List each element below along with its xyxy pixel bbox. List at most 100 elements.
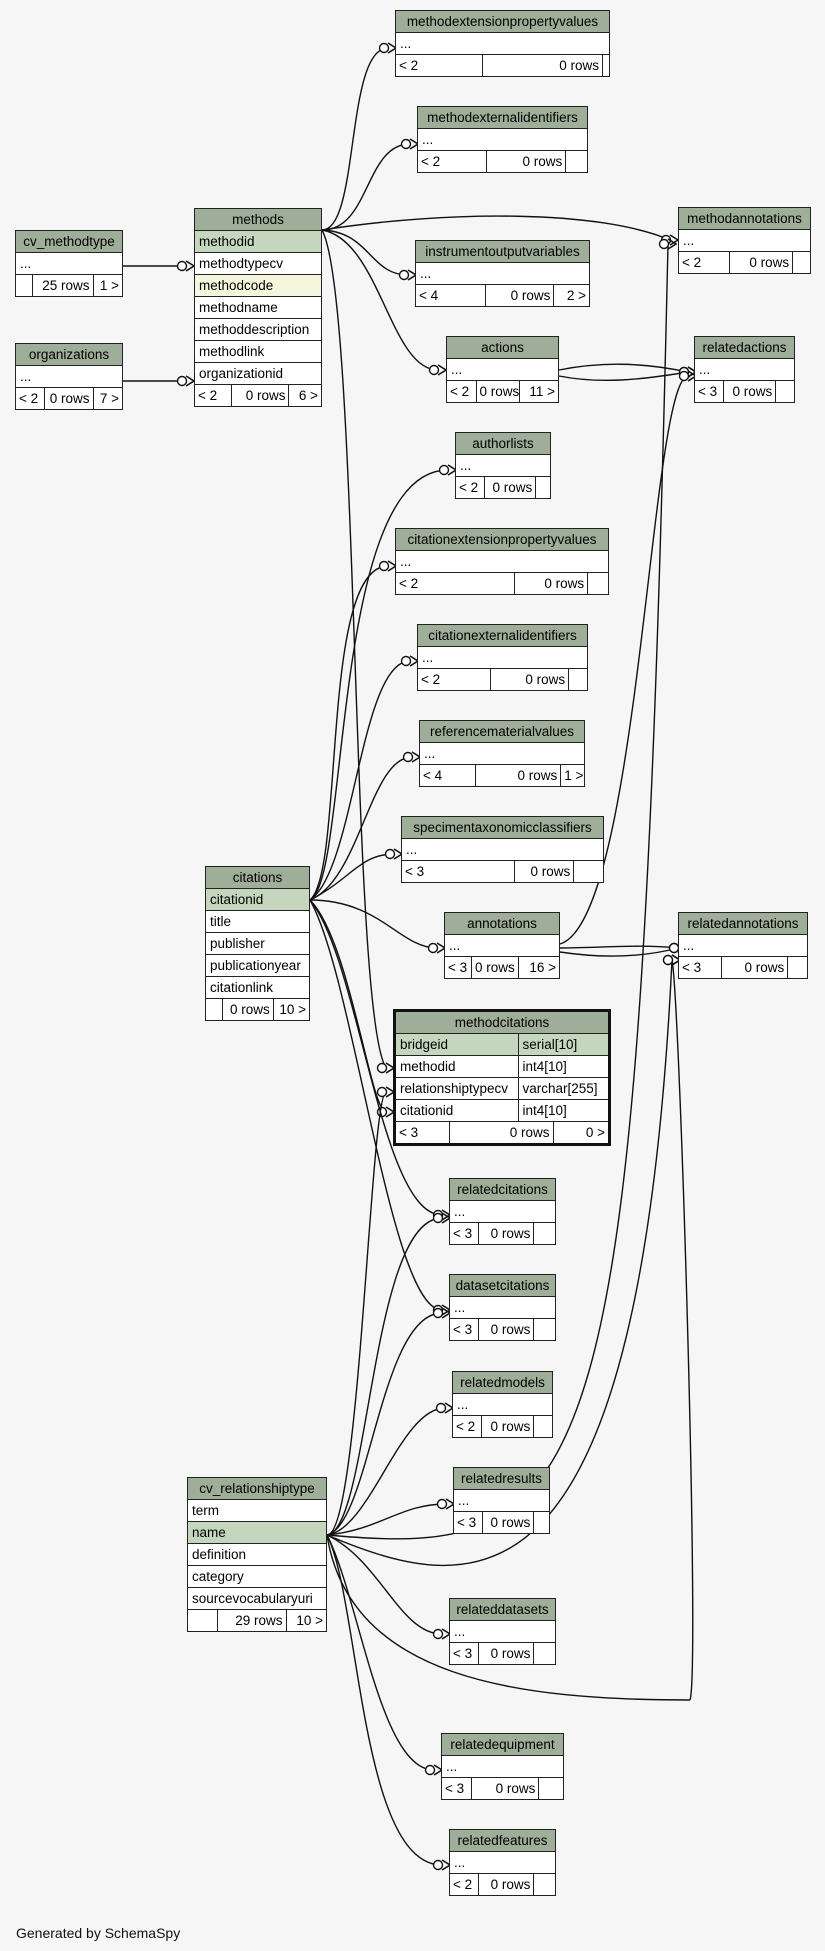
column-row: publicationyear — [206, 955, 309, 977]
children-count: 7 > — [99, 391, 119, 406]
optional-marker — [432, 1307, 444, 1319]
relationship-line — [558, 371, 689, 382]
table-title[interactable]: relatedcitations — [450, 1179, 555, 1201]
row-count: 0 rows — [485, 477, 537, 498]
children-count — [539, 1778, 563, 1799]
table-title[interactable]: datasetcitations — [450, 1275, 555, 1297]
table-title[interactable]: relatedfeatures — [450, 1830, 555, 1852]
row-count: 0 rows — [483, 1512, 535, 1533]
relationship-line — [321, 143, 411, 231]
optional-marker — [400, 138, 412, 150]
parents-count: < 3 — [442, 1778, 472, 1799]
table-title[interactable]: instrumentoutputvariables — [416, 241, 589, 263]
table-title[interactable]: citationextensionpropertyvalues — [396, 529, 608, 551]
table-title[interactable]: specimentaxonomicclassifiers — [402, 817, 603, 839]
column-row: title — [206, 911, 309, 933]
collapsed-columns: ... — [450, 1621, 555, 1643]
relationship-line — [326, 1407, 446, 1536]
table-title[interactable]: actions — [447, 337, 558, 359]
optional-marker — [678, 370, 690, 382]
table-title[interactable]: authorlists — [456, 433, 550, 455]
table-title[interactable]: referencematerialvalues — [420, 721, 584, 743]
relationship-line — [671, 959, 694, 1701]
table-title[interactable]: organizations — [16, 344, 122, 366]
table-title[interactable]: methodexternalidentifiers — [418, 107, 587, 129]
row-count: 0 rows — [722, 957, 789, 978]
optional-marker — [432, 1212, 444, 1224]
table-title[interactable]: relatedactions — [695, 337, 794, 359]
row-count: 25 rows — [33, 275, 94, 296]
table-title[interactable]: relatedresults — [454, 1468, 549, 1490]
collapsed-columns: ... — [695, 359, 794, 381]
column-name: bridgeid — [396, 1034, 519, 1055]
column-row: methoddescription — [195, 319, 321, 341]
table-title[interactable]: methodextensionpropertyvalues — [396, 11, 609, 33]
table-title[interactable]: relatedequipment — [442, 1734, 563, 1756]
table-title[interactable]: methodcitations — [396, 1012, 608, 1034]
table-title[interactable]: citations — [206, 867, 309, 889]
optional-marker — [398, 269, 410, 281]
table-title[interactable]: relatedannotations — [679, 913, 807, 935]
column-type: serial[10] — [522, 1037, 578, 1052]
children-count: 1 > — [564, 768, 584, 783]
collapsed-columns: ... — [445, 935, 559, 957]
collapsed-columns: ... — [402, 839, 603, 861]
table-title[interactable]: cv_methodtype — [16, 231, 122, 253]
relationship-line — [559, 375, 689, 945]
relationship-line — [321, 215, 671, 241]
row-count: 0 rows — [472, 1778, 540, 1799]
table-title[interactable]: methods — [195, 209, 321, 231]
table-title[interactable]: citationexternalidentifiers — [418, 625, 587, 647]
children-count — [603, 55, 609, 76]
row-count: 0 rows — [482, 1416, 535, 1437]
relationship-line — [558, 363, 689, 373]
table-title[interactable]: cv_relationshiptype — [188, 1478, 326, 1500]
parents-count: < 3 — [450, 1643, 480, 1664]
optional-marker — [436, 1498, 448, 1510]
relationship-line — [309, 899, 443, 1311]
optional-marker — [376, 1086, 388, 1098]
table-title[interactable]: relateddatasets — [450, 1599, 555, 1621]
relationship-line — [326, 1217, 443, 1536]
table-title[interactable]: annotations — [445, 913, 559, 935]
optional-marker — [176, 260, 188, 272]
row-count: 0 rows — [476, 765, 562, 786]
optional-marker — [378, 560, 390, 572]
table-title[interactable]: methodannotations — [679, 208, 810, 230]
children-count: 11 > — [529, 384, 555, 399]
optional-marker — [662, 954, 674, 966]
optional-marker — [384, 848, 396, 860]
table-title[interactable]: relatedmodels — [453, 1372, 552, 1394]
parents-count: < 2 — [447, 381, 477, 402]
